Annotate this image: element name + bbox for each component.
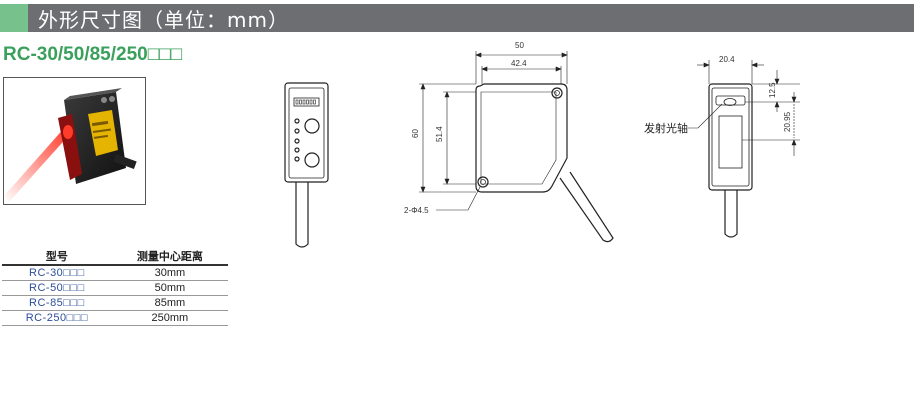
row-model: RC-50□□□ — [2, 280, 112, 296]
section-title: 外形尺寸图（单位：mm） — [38, 7, 289, 32]
product-photo — [3, 77, 146, 205]
front-view — [284, 82, 329, 248]
sensor-photo-image — [4, 88, 137, 202]
table-row: RC-30□□□ 30mm — [2, 265, 228, 281]
row-distance: 30mm — [111, 265, 228, 281]
col-distance: 测量中心距离 — [111, 248, 228, 266]
dim-height-inner: 51.4 — [435, 126, 444, 142]
table-row: RC-250□□□ 250mm — [2, 310, 228, 326]
section-header: 外形尺寸图（单位：mm） — [0, 4, 914, 32]
table-header-row: 型号 测量中心距离 — [2, 248, 228, 266]
dim-hole: 2-Φ4.5 — [404, 206, 429, 215]
main-dim-lines — [419, 51, 568, 211]
side-dim-lines — [688, 60, 800, 156]
main-view — [475, 83, 614, 243]
optical-axis-label: 发射光轴 — [644, 121, 688, 135]
dim-side-top: 12.5 — [768, 82, 777, 98]
side-view — [708, 83, 753, 238]
row-distance: 250mm — [111, 310, 228, 326]
col-model: 型号 — [2, 248, 112, 266]
dim-side-width: 20.4 — [719, 55, 735, 64]
table-row: RC-85□□□ 85mm — [2, 295, 228, 311]
spec-table: 型号 测量中心距离 RC-30□□□ 30mm RC-50□□□ 50mm RC… — [2, 248, 228, 326]
dim-height-total: 60 — [411, 129, 420, 138]
dim-width-inner: 42.4 — [511, 59, 527, 68]
header-accent — [0, 4, 28, 32]
row-distance: 50mm — [111, 280, 228, 296]
row-model: RC-250□□□ — [2, 310, 112, 326]
table-row: RC-50□□□ 50mm — [2, 280, 228, 296]
row-model: RC-30□□□ — [2, 265, 112, 281]
dim-width-total: 50 — [515, 41, 524, 50]
row-model: RC-85□□□ — [2, 295, 112, 311]
model-title: RC-30/50/85/250□□□ — [3, 44, 183, 65]
row-distance: 85mm — [111, 295, 228, 311]
dim-side-axis: 20.95 — [783, 111, 792, 132]
